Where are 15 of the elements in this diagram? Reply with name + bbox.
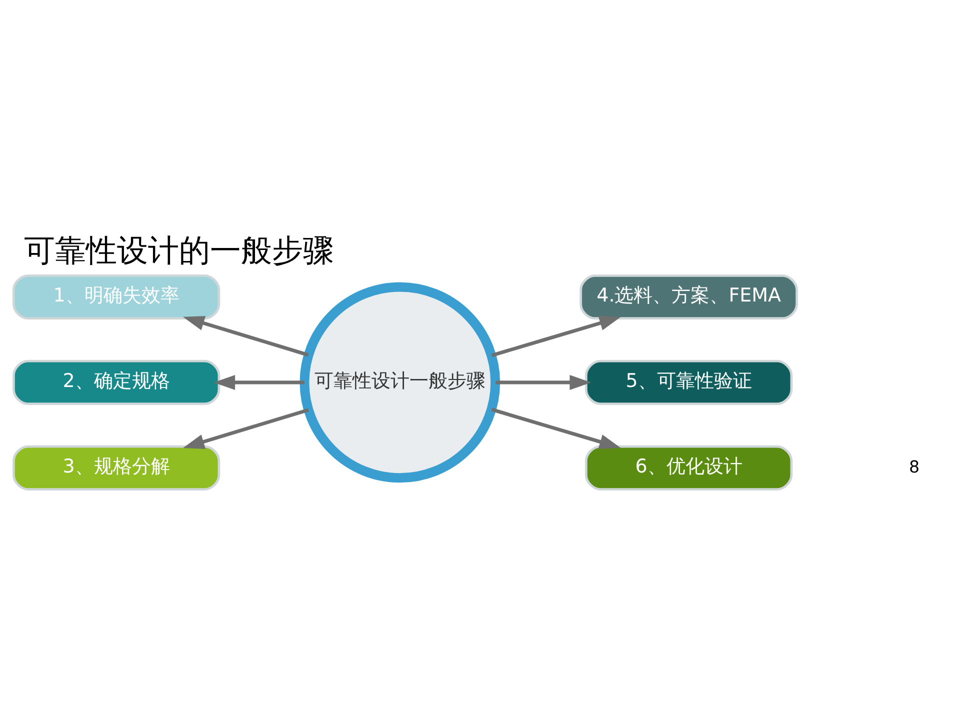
node-box: 6、优化设计 — [584, 444, 793, 490]
label: 8 — [908, 456, 920, 476]
node-box: 3、规格分解 — [12, 444, 220, 490]
node-box: 5、可靠性验证 — [584, 359, 793, 404]
arrow — [496, 374, 592, 390]
arrow — [182, 315, 309, 356]
arrow — [491, 407, 621, 449]
node-box: 2、确定规格 — [12, 359, 220, 404]
arrow — [214, 374, 304, 390]
node-circle: 可靠性设计一般步骤 — [300, 282, 500, 482]
arrow — [182, 408, 309, 448]
node-box: 1、明确失效率 — [12, 274, 220, 320]
arrow — [491, 315, 621, 357]
node-box: 4.选料、方案、FEMA — [580, 274, 798, 320]
diagram-title: 可靠性设计的一般步骤 — [24, 232, 334, 269]
